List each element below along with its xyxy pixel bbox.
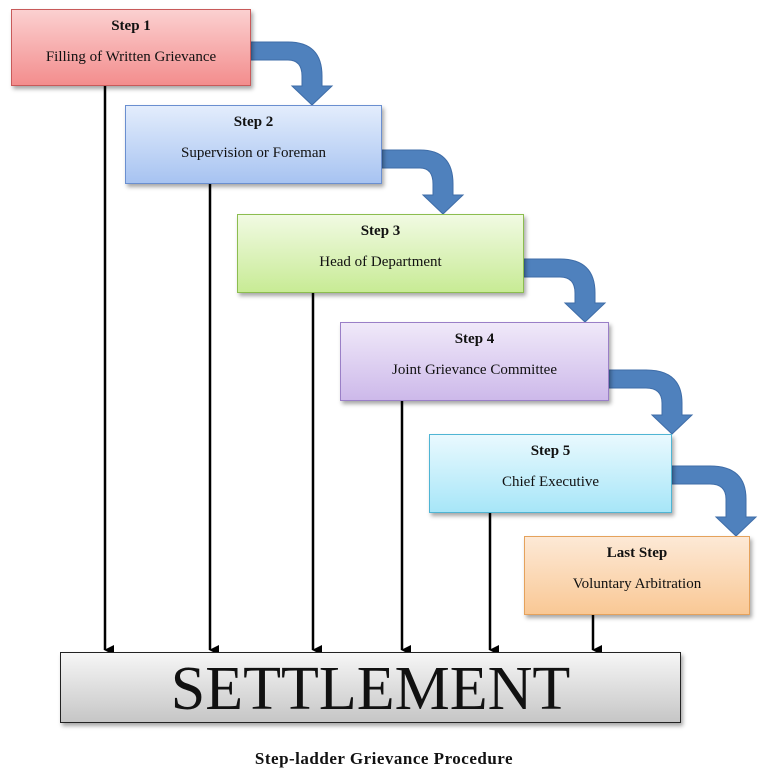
- step-4-description: Joint Grievance Committee: [392, 362, 557, 378]
- step-2-box: Step 2 Supervision or Foreman: [125, 105, 382, 184]
- step-3-title: Step 3: [360, 223, 401, 239]
- step-3-description: Head of Department: [319, 254, 442, 270]
- step-4-box: Step 4 Joint Grievance Committee: [340, 322, 609, 401]
- step-5-box: Step 5 Chief Executive: [429, 434, 672, 513]
- step-5-description: Chief Executive: [501, 474, 600, 490]
- step-3-box: Step 3 Head of Department: [237, 214, 524, 293]
- last-step-title: Last Step: [606, 545, 668, 561]
- step-5-title: Step 5: [530, 443, 571, 459]
- diagram-caption: Step-ladder Grievance Procedure: [254, 749, 514, 768]
- curved-arrow-1-to-2: [250, 41, 334, 106]
- curved-arrow-5-to-6: [671, 465, 758, 537]
- curved-arrow-2-to-3: [381, 149, 465, 215]
- curved-arrow-4-to-5: [608, 369, 694, 435]
- step-4-title: Step 4: [454, 331, 495, 347]
- last-step-box: Last Step Voluntary Arbitration: [524, 536, 750, 615]
- step-1-box: Step 1 Filling of Written Grievance: [11, 9, 251, 86]
- step-1-description: Filling of Written Grievance: [45, 49, 217, 65]
- step-1-title: Step 1: [111, 18, 151, 34]
- step-2-description: Supervision or Foreman: [181, 145, 326, 161]
- settlement-box: SETTLEMENT: [60, 652, 681, 723]
- step-2-title: Step 2: [233, 114, 274, 130]
- curved-arrow-3-to-4: [523, 258, 607, 323]
- last-step-description: Voluntary Arbitration: [572, 576, 702, 592]
